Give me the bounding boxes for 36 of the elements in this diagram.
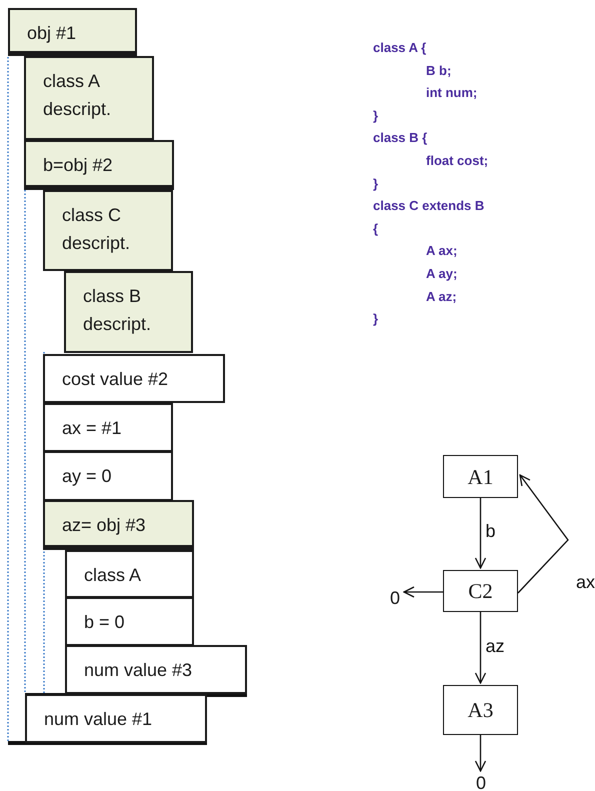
descriptor-cell: class C descript.	[43, 190, 173, 271]
null-value: 0	[388, 588, 402, 608]
code-line: class C extends B	[373, 198, 484, 214]
reference-cell: b=obj #2	[24, 140, 174, 190]
code-line: int num;	[426, 85, 478, 100]
field-cell: class A	[65, 550, 194, 598]
reference-cell: obj #1	[8, 8, 137, 56]
field-cell: cost value #2	[43, 354, 225, 403]
arrow	[518, 474, 569, 594]
code-line: B b;	[426, 62, 452, 78]
code-line: A ay;	[426, 266, 458, 281]
field-cell: b = 0	[65, 597, 194, 646]
code-line: A az;	[426, 288, 457, 304]
field-cell: num value #1	[25, 694, 207, 743]
field-cell: num value #3	[65, 645, 247, 694]
descriptor-cell: class B descript.	[64, 271, 193, 353]
arrow	[474, 612, 486, 684]
code-line: }	[373, 108, 378, 123]
arrow	[474, 498, 486, 569]
descriptor-cell: class A descript.	[24, 56, 154, 140]
code-line: float cost;	[426, 153, 488, 168]
code-line: {	[373, 220, 378, 236]
code-line: }	[373, 311, 378, 326]
field-cell: ax = #1	[43, 403, 173, 452]
code-line: class A {	[373, 40, 426, 55]
code-line: A ax;	[426, 243, 458, 258]
code-line: class B {	[373, 130, 428, 146]
reference-cell: az= obj #3	[43, 500, 194, 550]
arrow	[474, 735, 486, 772]
field-cell: ay = 0	[43, 451, 173, 501]
code-line: }	[373, 176, 378, 191]
null-value: 0	[474, 773, 488, 791]
object-box: C2	[443, 570, 518, 612]
arrow	[403, 586, 443, 598]
object-box: A3	[443, 685, 518, 735]
object-box: A1	[443, 455, 518, 498]
